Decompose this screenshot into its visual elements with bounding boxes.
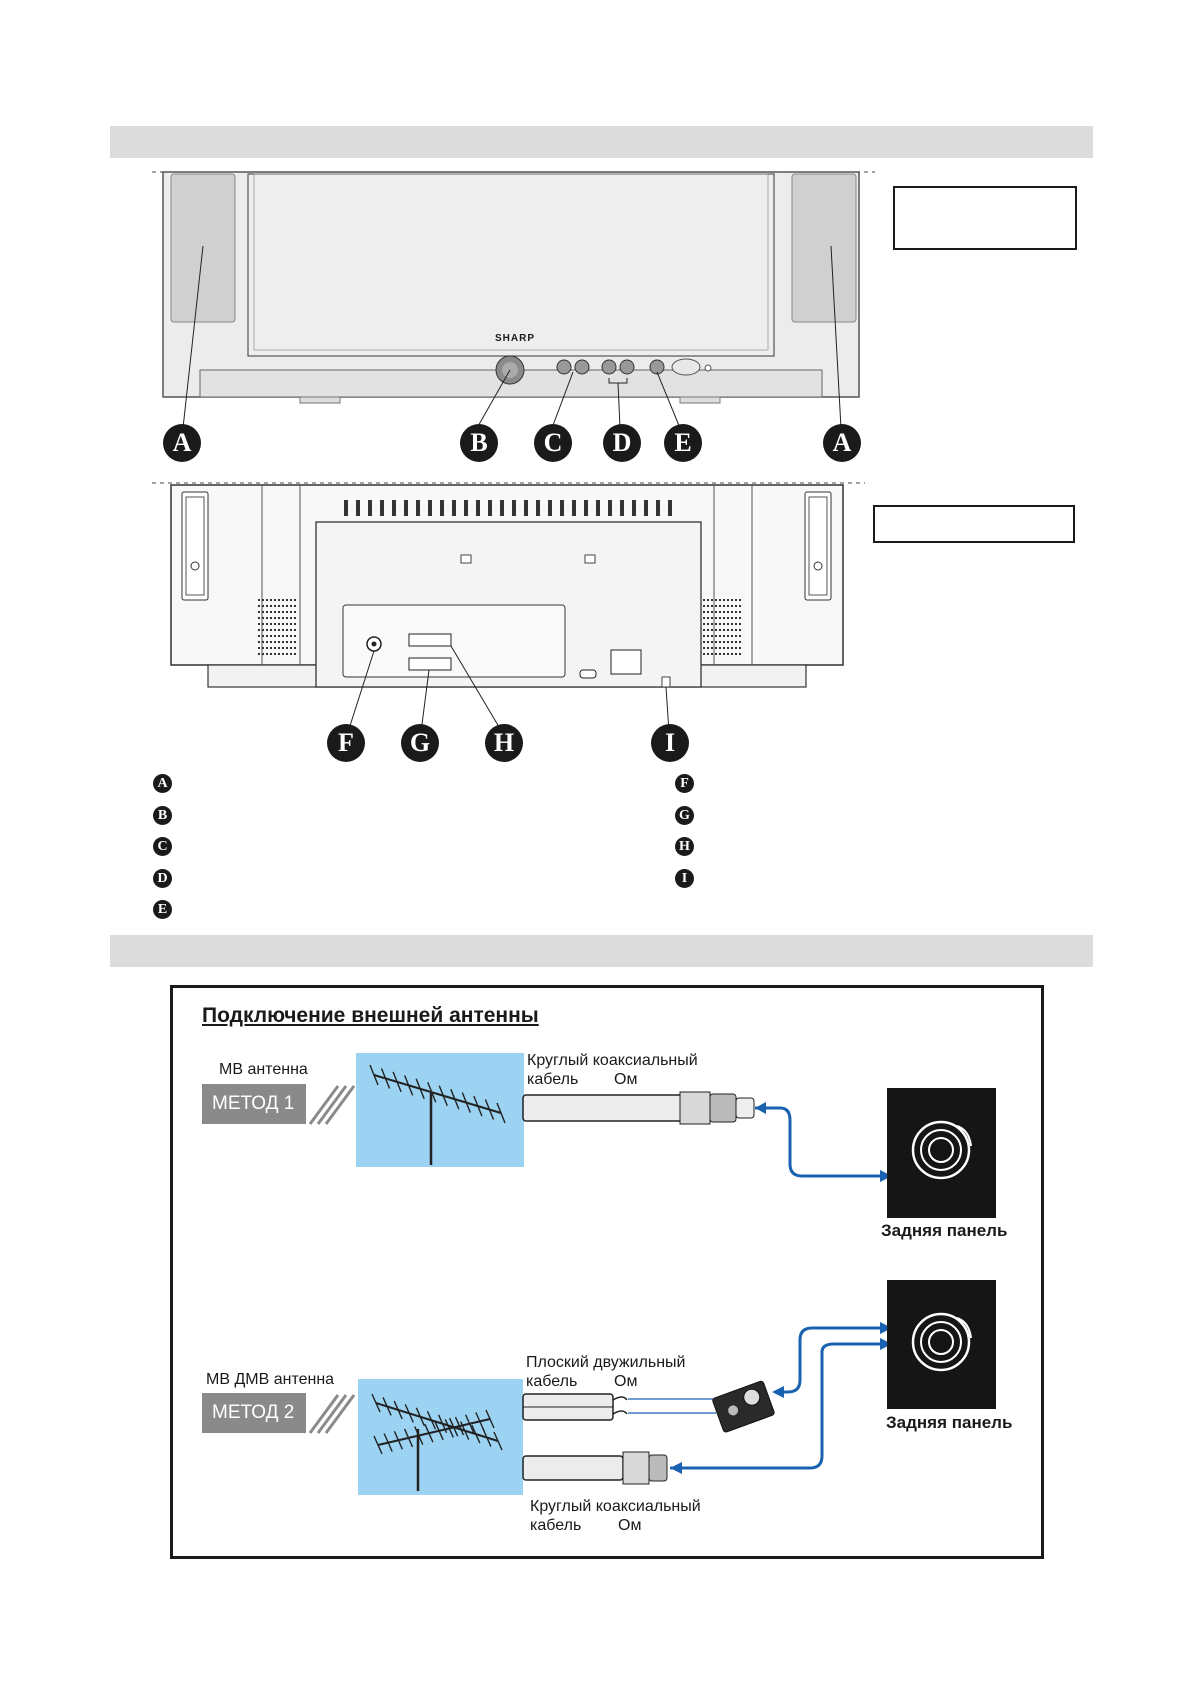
legend-i: I: [675, 869, 694, 888]
method2-flat-cable-line1: Плоский двужильный: [526, 1354, 686, 1371]
callout-a-right: A: [823, 424, 861, 462]
method2-cables: [522, 1322, 892, 1485]
callout-c: C: [534, 424, 572, 462]
antenna-jack-icon: [911, 1312, 972, 1372]
method2-coax-unit: Ом: [618, 1517, 642, 1534]
method2-badge: МЕТОД 2: [202, 1393, 306, 1433]
callout-f: F: [327, 724, 365, 762]
method1-cable-line2: кабель: [527, 1071, 579, 1088]
antenna-connection-panel: [170, 985, 1044, 1559]
method2-rear-panel-label: Задняя панель: [886, 1413, 1013, 1432]
antenna-jack-icon: [911, 1120, 972, 1180]
method1-badge: МЕТОД 1: [202, 1084, 306, 1124]
method2-coax-line1: Круглый коаксиальный: [530, 1498, 701, 1515]
method2-flat-cable-unit: Ом: [614, 1373, 638, 1390]
method2-flat-cable-line2: кабель: [526, 1373, 578, 1390]
method1-badge-label: МЕТОД 1: [212, 1093, 295, 1114]
legend-f: F: [675, 774, 694, 793]
method2-badge-stripes: [308, 1394, 356, 1434]
method1-rear-panel-label: Задняя панель: [881, 1221, 1008, 1240]
section-header-bar-1: [110, 126, 1093, 158]
rear-vent-slots: [258, 500, 743, 655]
callout-b: B: [460, 424, 498, 462]
tv-brand-logo: SHARP: [495, 333, 536, 344]
callout-h: H: [485, 724, 523, 762]
method2-badge-label: МЕТОД 2: [212, 1402, 295, 1423]
vhf-uhf-antenna-illustration: [358, 1379, 523, 1495]
legend-e: E: [153, 900, 172, 919]
callout-i: I: [651, 724, 689, 762]
method2-coax-line2: кабель: [530, 1517, 582, 1534]
method2-antenna-label: МВ ДМВ антенна: [206, 1371, 335, 1388]
tv-front-illustration: [152, 171, 875, 429]
callout-e: E: [664, 424, 702, 462]
method1-cable-line1: Круглый коаксиальный: [527, 1052, 698, 1069]
legend-b: B: [153, 806, 172, 825]
legend-h: H: [675, 837, 694, 856]
method1-coax-cable: [522, 1091, 892, 1182]
rear-view-label-box: [873, 505, 1075, 543]
callout-a-left: A: [163, 424, 201, 462]
front-view-label-box: [893, 186, 1077, 250]
section-header-bar-2: [110, 935, 1093, 967]
legend-d: D: [153, 869, 172, 888]
callout-g: G: [401, 724, 439, 762]
legend-a: A: [153, 774, 172, 793]
legend-g: G: [675, 806, 694, 825]
callout-d: D: [603, 424, 641, 462]
antenna-panel-title: Подключение внешней антенны: [202, 1004, 539, 1027]
method1-cable-unit: Ом: [614, 1071, 638, 1088]
method1-badge-stripes: [308, 1085, 356, 1125]
vhf-antenna-illustration: [356, 1053, 524, 1167]
legend-c: C: [153, 837, 172, 856]
method1-antenna-label: МВ антенна: [219, 1061, 308, 1078]
